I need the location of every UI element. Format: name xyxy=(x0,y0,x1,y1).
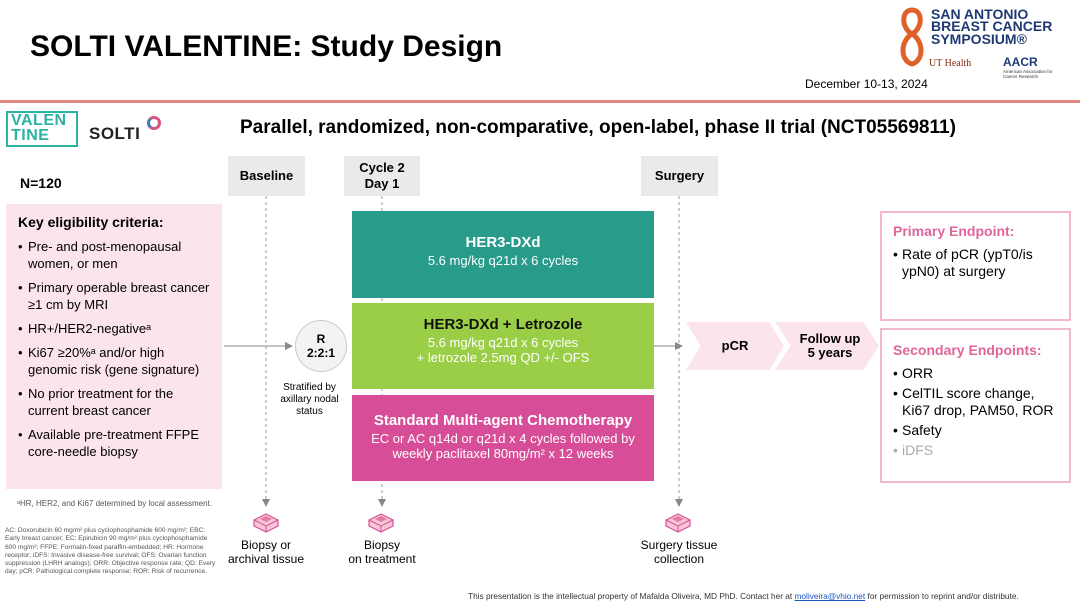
eligibility-item: Primary operable breast cancer ≥1 cm by … xyxy=(18,279,214,313)
sabcs-logo: SAN ANTONIO BREAST CANCER SYMPOSIUM® UT … xyxy=(893,6,1063,79)
eligibility-item: Pre- and post-menopausal women, or men xyxy=(18,238,214,272)
endpoint-item: Rate of pCR (ypT0/is ypN0) at surgery xyxy=(893,246,1061,280)
eligibility-list: Pre- and post-menopausal women, or men P… xyxy=(18,238,214,460)
primary-endpoint-box: Primary Endpoint: Rate of pCR (ypT0/is y… xyxy=(880,211,1071,321)
solti-ring-icon xyxy=(147,116,161,130)
abbreviations-note: AC: Doxorubicin 60 mg/m² plus cyclophosp… xyxy=(5,527,216,576)
eligibility-footnote: ᵃHR, HER2, and Ki67 determined by local … xyxy=(17,499,213,508)
eligibility-item: Available pre-treatment FFPE core-needle… xyxy=(18,426,214,460)
aacr-subtitle: American Association for Cancer Research xyxy=(1003,69,1053,79)
arm-name: Standard Multi-agent Chemotherapy xyxy=(373,412,633,429)
secondary-endpoints-list: ORR CelTIL score change, Ki67 drop, PAM5… xyxy=(893,365,1064,459)
tissue-sample-icon xyxy=(368,513,394,533)
sabcs-line2: BREAST CANCER xyxy=(931,18,1053,34)
sabcs-line3: SYMPOSIUM® xyxy=(931,31,1027,47)
randomization-label: R xyxy=(316,332,326,346)
ut-health-logo: UT Health xyxy=(929,58,972,69)
timepoint-surgery: Surgery xyxy=(641,156,718,196)
timepoint-baseline: Baseline xyxy=(228,156,305,196)
eligibility-item: No prior treatment for the current breas… xyxy=(18,385,214,419)
arm-name: HER3-DXd + Letrozole xyxy=(423,316,583,333)
aacr-logo: AACR xyxy=(1003,55,1038,69)
outcome-pcr: pCR xyxy=(686,322,784,370)
primary-endpoint-list: Rate of pCR (ypT0/is ypN0) at surgery xyxy=(893,246,1061,280)
sample-size: N=120 xyxy=(20,175,62,191)
randomization-circle: R 2:2:1 xyxy=(295,320,347,372)
arm-dose: 5.6 mg/kg q21d x 6 cycles + letrozole 2.… xyxy=(416,335,590,365)
ribbon-icon xyxy=(900,7,924,67)
endpoint-item: Safety xyxy=(893,422,1064,439)
eligibility-box: Key eligibility criteria: Pre- and post-… xyxy=(6,204,222,489)
arm-her3-dxd-letrozole: HER3-DXd + Letrozole 5.6 mg/kg q21d x 6 … xyxy=(352,303,654,389)
primary-endpoint-title: Primary Endpoint: xyxy=(893,223,1015,239)
arm-dose: EC or AC q14d or q21d x 4 cycles followe… xyxy=(371,431,635,461)
secondary-endpoints-box: Secondary Endpoints: ORR CelTIL score ch… xyxy=(880,328,1071,483)
tissue-sample-icon xyxy=(253,513,279,533)
trial-subtitle: Parallel, randomized, non-comparative, o… xyxy=(240,117,956,138)
valentine-logo-line1: VALEN xyxy=(11,112,67,129)
arm-name: HER3-DXd xyxy=(465,234,541,251)
randomization-ratio: 2:2:1 xyxy=(306,346,335,360)
stratification-note: Stratified by axillary nodal status xyxy=(280,382,339,417)
arm-chemotherapy: Standard Multi-agent Chemotherapy EC or … xyxy=(352,395,654,481)
secondary-endpoints-title: Secondary Endpoints: xyxy=(893,342,1042,358)
arm-her3-dxd: HER3-DXd 5.6 mg/kg q21d x 6 cycles xyxy=(352,211,654,298)
valentine-logo: VALEN TINE xyxy=(6,111,78,147)
endpoint-item: CelTIL score change, Ki67 drop, PAM50, R… xyxy=(893,385,1064,419)
contact-email-link[interactable]: moliveira@vhio.net xyxy=(794,591,866,601)
eligibility-title: Key eligibility criteria: xyxy=(18,214,164,230)
footer-notice: This presentation is the intellectual pr… xyxy=(468,591,1019,601)
eligibility-item: HR+/HER2-negativeᵃ xyxy=(18,320,214,337)
arm-dose: 5.6 mg/kg q21d x 6 cycles xyxy=(427,253,579,268)
tissue-sample-icon xyxy=(665,513,691,533)
solti-logo: SOLTI xyxy=(89,124,141,143)
page-title: SOLTI VALENTINE: Study Design xyxy=(30,30,503,63)
endpoint-item: ORR xyxy=(893,365,1064,382)
header-divider xyxy=(0,100,1080,103)
endpoint-item: iDFS xyxy=(893,442,1064,459)
conference-date: December 10-13, 2024 xyxy=(805,77,928,91)
sabcs-line1: SAN ANTONIO xyxy=(931,6,1029,22)
valentine-logo-line2: TINE xyxy=(11,127,50,144)
eligibility-item: Ki67 ≥20%ᵃ and/or high genomic risk (gen… xyxy=(18,344,214,378)
